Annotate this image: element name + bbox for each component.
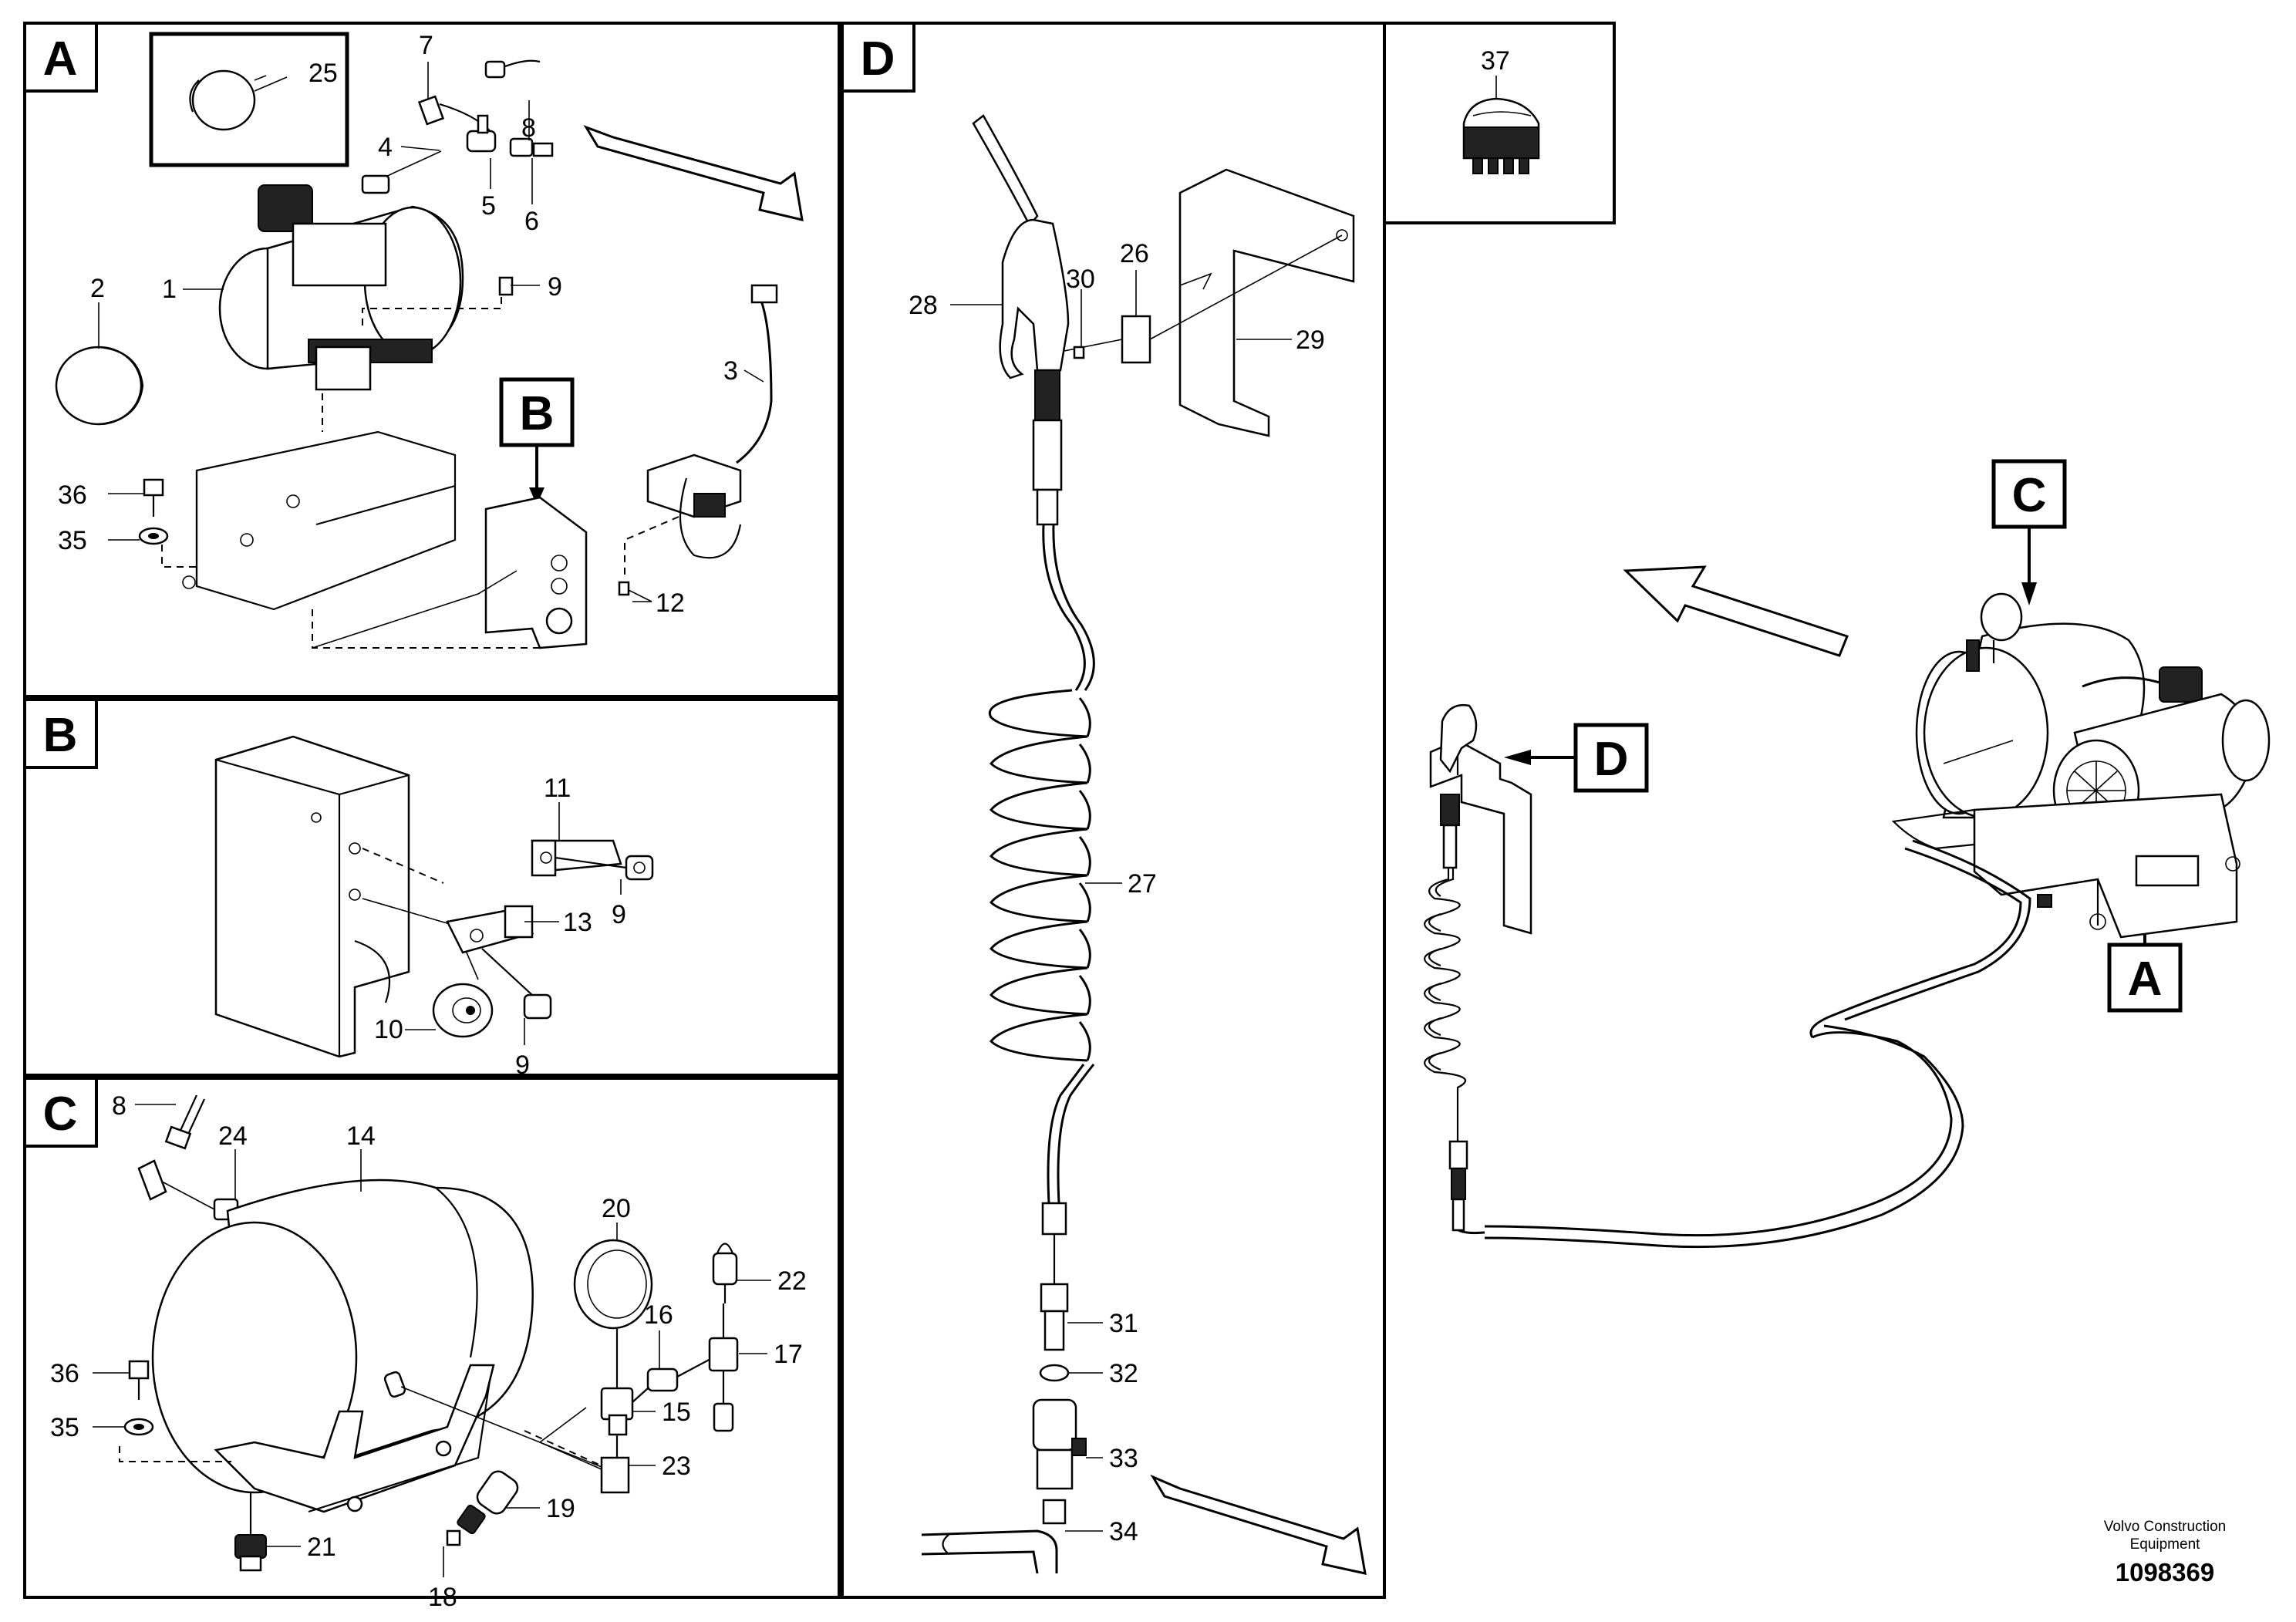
callout-6: 6 [524,207,539,236]
svg-text:C: C [2012,469,2047,522]
callout-1: 1 [162,275,177,304]
callout-34: 34 [1109,1517,1138,1546]
panel-letter-a: A [23,22,98,93]
panel-b-leaders [405,802,622,1045]
overview-drawing: C D A [1424,459,2271,1249]
callout-11: 11 [544,774,571,803]
callout-3: 3 [723,356,738,386]
callout-33: 33 [1109,1444,1138,1473]
callout-16: 16 [644,1300,673,1330]
callout-22: 22 [777,1266,807,1296]
callout-15: 15 [662,1398,691,1427]
callout-23: 23 [662,1452,691,1481]
callout-25: 25 [308,59,338,88]
svg-text:D: D [1594,733,1629,786]
panel-a-drawing: B [55,32,804,649]
callout-4: 4 [378,133,393,162]
callout-20: 20 [602,1194,631,1223]
callout-21: 21 [307,1533,336,1562]
callout-8-c: 8 [112,1091,126,1121]
callout-7: 7 [419,31,433,60]
callout-27: 27 [1128,869,1157,899]
callout-10: 10 [374,1015,403,1044]
callout-31: 31 [1109,1309,1138,1338]
callout-17: 17 [774,1340,803,1369]
panel-a-callouts: 25 7 8 4 5 6 9 1 2 3 36 35 12 [58,31,738,618]
callout-30: 30 [1066,265,1095,294]
callout-28: 28 [909,291,938,320]
callout-13: 13 [563,908,592,937]
callout-8: 8 [521,113,536,143]
coil-hose [988,689,1091,1062]
panel-frames [23,22,1616,1599]
callout-18: 18 [428,1583,457,1612]
callout-2: 2 [90,274,105,303]
callout-37: 37 [1481,46,1510,76]
callout-9-upper: 9 [612,900,626,929]
svg-text:D: D [861,32,895,86]
callout-26: 26 [1120,239,1149,268]
panel-b-callouts: 11 13 9 10 9 [374,774,626,1080]
panel-letter-b: B [23,698,98,769]
footer: Volvo Construction Equipment 1098369 [2104,1519,2226,1587]
panel-c-leaders [93,1104,771,1577]
panel-a-leaders [98,62,764,602]
switch-inset: 37 [1462,46,1540,174]
panel-letter-c: C [23,1077,98,1148]
callout-36: 36 [58,481,87,510]
svg-text:A: A [2128,953,2163,1006]
callout-12: 12 [656,588,685,618]
panel-b-drawing [214,735,654,1058]
svg-text:A: A [43,32,78,86]
callout-35: 35 [58,526,87,555]
panel-d-leaders [950,270,1292,1532]
callout-9-lower: 9 [515,1050,530,1080]
callout-36-c: 36 [50,1359,79,1388]
callout-5: 5 [481,191,496,221]
drawing-number: 1098369 [2116,1558,2214,1587]
svg-text:B: B [520,387,555,440]
panel-letter-d: D [841,22,915,93]
panel-c-drawing [119,1094,739,1572]
svg-text:B: B [43,709,78,762]
callout-29: 29 [1296,325,1325,355]
brand-line-2: Equipment [2130,1536,2201,1553]
svg-text:C: C [43,1088,78,1141]
callout-35-c: 35 [50,1413,79,1442]
brand-line-1: Volvo Construction [2104,1519,2226,1535]
callout-24: 24 [218,1121,248,1151]
panel-d-drawing [921,114,1367,1575]
panel-c-callouts: 8 24 14 20 16 22 17 15 23 19 21 18 36 35 [50,1091,807,1612]
callout-9: 9 [548,272,562,302]
panel-d-callouts: 28 30 26 29 27 31 32 33 34 [909,239,1325,1546]
callout-32: 32 [1109,1359,1138,1388]
callout-19: 19 [546,1494,575,1523]
callout-14: 14 [346,1121,376,1151]
